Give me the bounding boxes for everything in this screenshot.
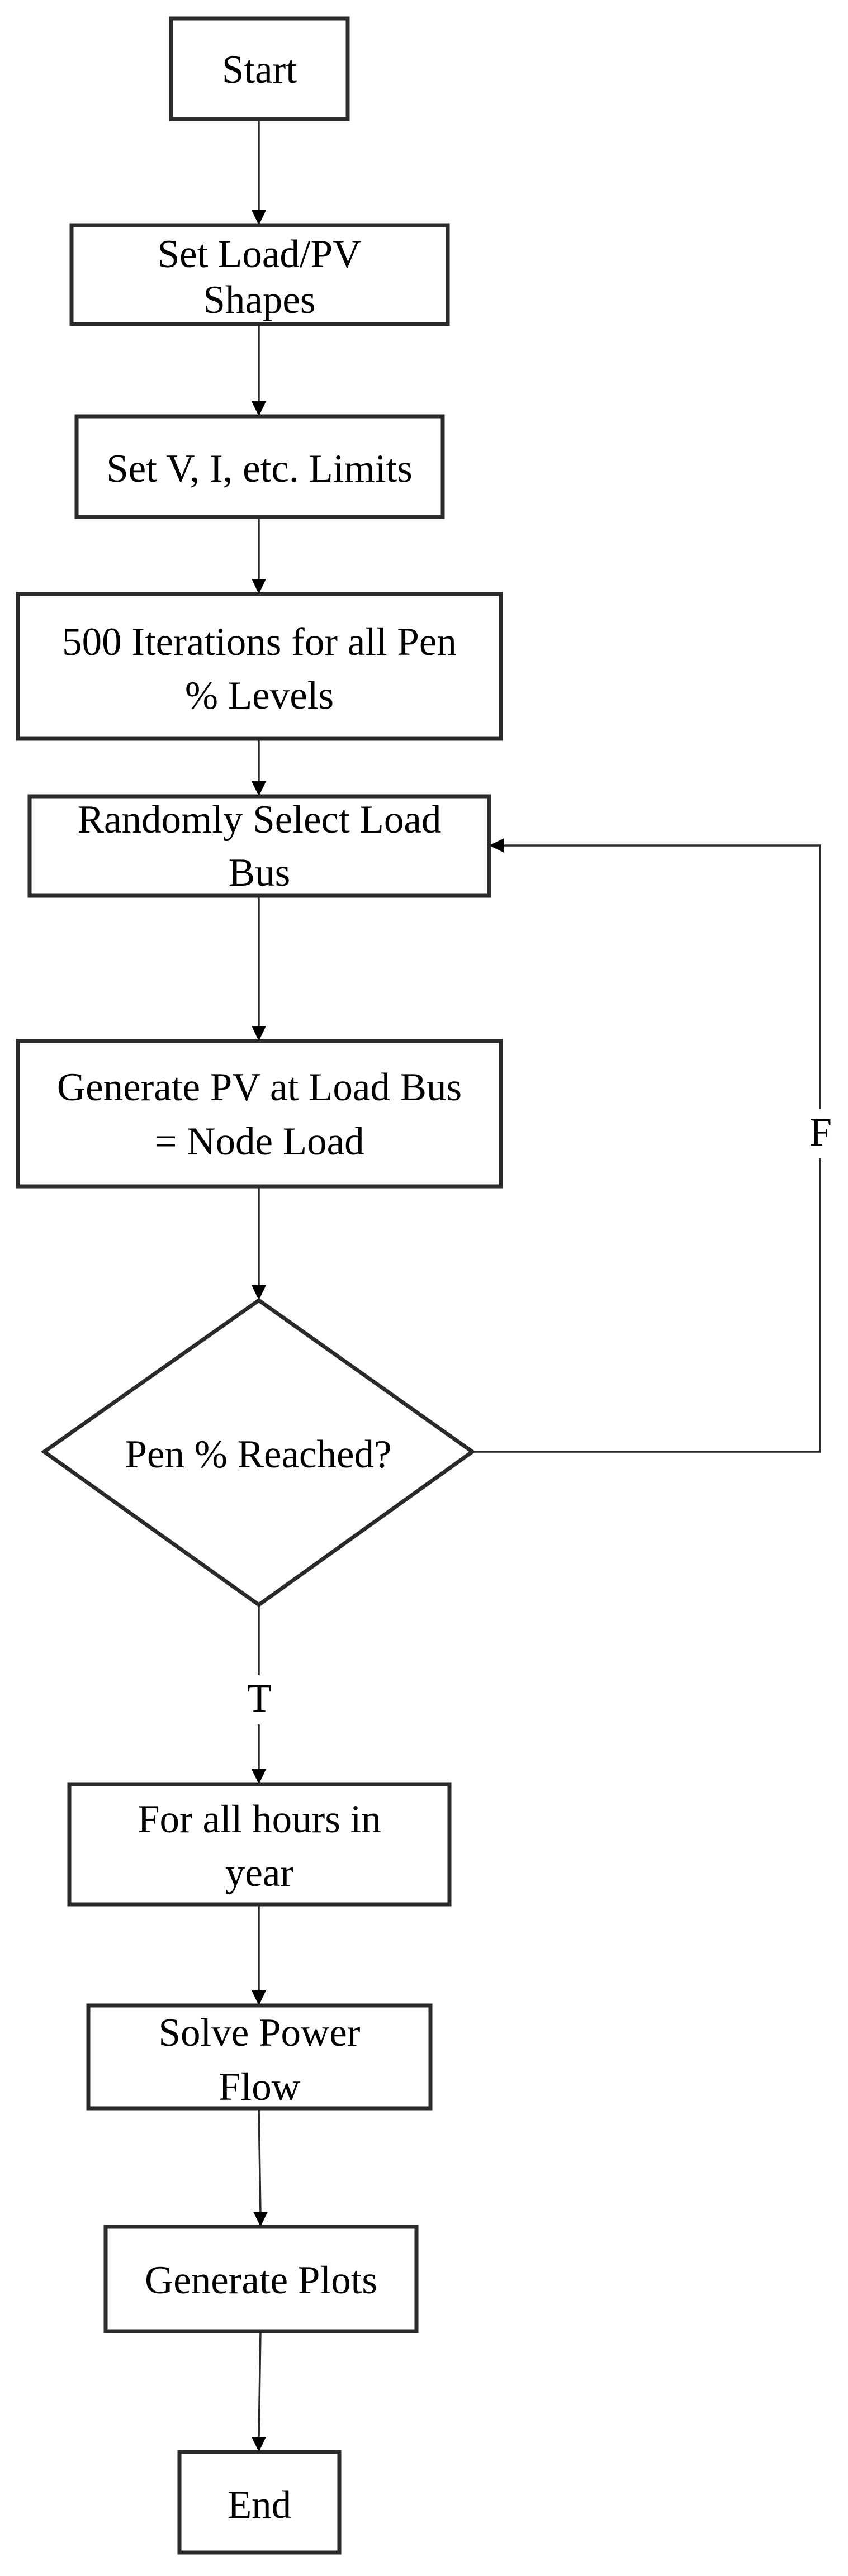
false-branch-label: F [809,1110,832,1154]
arrowhead-decision [252,1285,266,1300]
solve-flow-label-line2: Flow [219,2065,300,2109]
node-all-hours: For all hours in year [67,1782,452,1907]
generate-pv-label-line2: = Node Load [154,1120,364,1163]
set-shapes-box [69,223,450,326]
set-shapes-label-line2: Shapes [203,278,315,322]
arrowhead-select [252,781,266,796]
arrowhead-plots [253,2212,268,2227]
node-set-limits: Set V, I, etc. Limits [74,414,445,519]
iterations-box [16,592,503,741]
select-bus-box [27,794,491,898]
arrowhead-solve [252,1990,266,2005]
arrowhead-generate [252,1026,266,1041]
arrowhead-iterations [252,579,266,594]
node-end: End [177,2450,342,2555]
arrowhead-loop [489,838,504,853]
arrowhead-limits [252,401,266,416]
solve-flow-label-line1: Solve Power [159,2011,361,2055]
generate-plots-box [103,2225,419,2333]
end-box [177,2450,342,2555]
edge-label-true-bg [244,1675,275,1724]
edge-label-false: F [806,1109,835,1158]
node-set-shapes: Set Load/PV Shapes [69,223,450,326]
all-hours-label-line2: year [225,1851,294,1895]
decision-label: Pen % Reached? [125,1433,391,1476]
iterations-label-line2: % Levels [185,674,334,717]
true-branch-label: T [247,1676,272,1720]
set-limits-label: Set V, I, etc. Limits [106,447,413,491]
edge-decision-false-loop [472,844,821,1453]
node-solve-flow: Solve Power Flow [86,2003,433,2111]
edge-solve-to-plots [258,2108,262,2214]
generate-plots-label: Generate Plots [145,2259,377,2302]
start-box [169,16,350,121]
generate-pv-box [16,1039,503,1189]
iterations-label-line1: 500 Iterations for all Pen [62,620,457,664]
select-bus-label-line1: Randomly Select Load [78,798,442,842]
arrowhead-end [252,2437,266,2452]
decision-diamond [40,1297,476,1608]
node-select-bus: Randomly Select Load Bus [27,794,491,898]
edge-plots-to-end [258,2331,262,2440]
edge-label-false-bg [806,1109,835,1158]
set-limits-box [74,414,445,519]
node-start: Start [169,16,350,121]
all-hours-box [67,1782,452,1907]
set-shapes-label-line1: Set Load/PV [158,232,362,276]
node-generate-pv: Generate PV at Load Bus = Node Load [16,1039,503,1189]
edge-label-true: T [244,1675,275,1724]
generate-pv-label-line1: Generate PV at Load Bus [57,1066,462,1109]
node-iterations: 500 Iterations for all Pen % Levels [16,592,503,741]
arrowhead-hours [252,1769,266,1784]
end-label: End [228,2483,291,2527]
arrowhead-shapes [252,210,266,225]
select-bus-label-line2: Bus [229,851,291,895]
node-decision: Pen % Reached? [40,1297,476,1608]
node-generate-plots: Generate Plots [103,2225,419,2333]
all-hours-label-line1: For all hours in [138,1798,381,1841]
start-label: Start [222,48,297,92]
solve-flow-box [86,2003,433,2111]
